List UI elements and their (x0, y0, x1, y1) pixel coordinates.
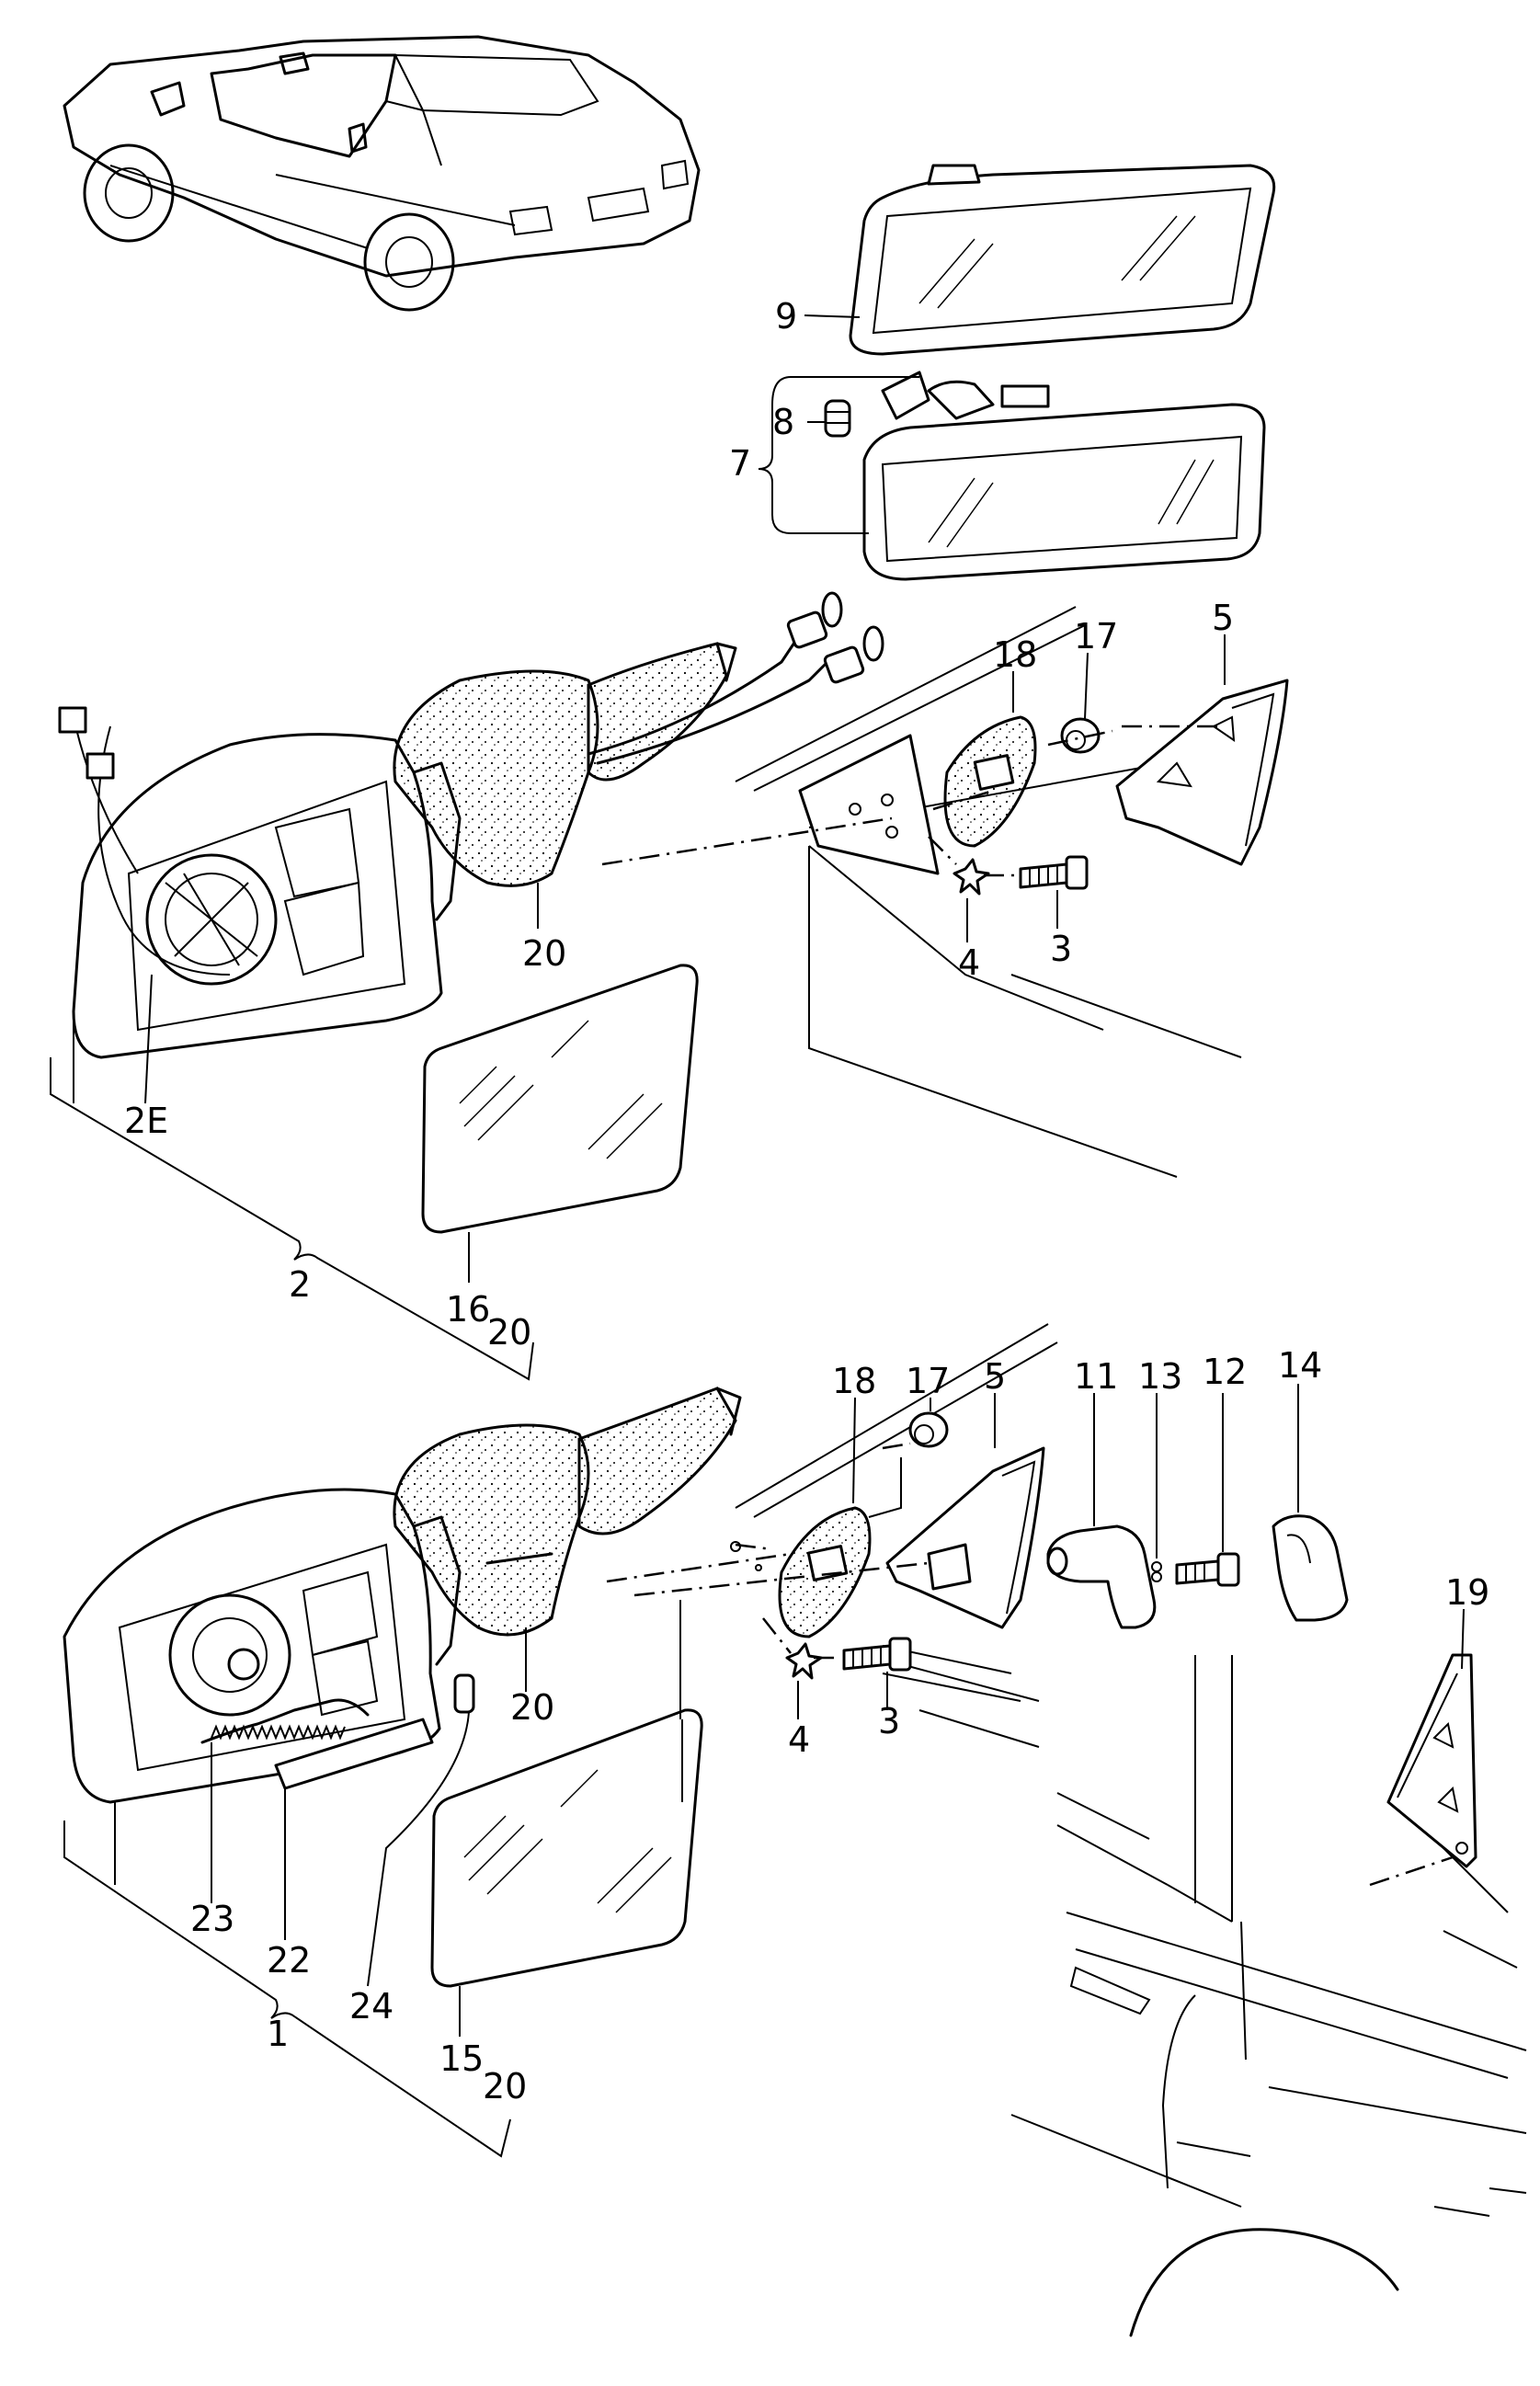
car-side-detail (1010, 1655, 1527, 2337)
knob-cap-14 (1272, 1514, 1349, 1622)
lower-mount-18 (778, 1506, 872, 1638)
callout-18-lower: 18 (832, 1361, 876, 1401)
callout-2E: 2E (124, 1101, 168, 1141)
upper-trim-cover-5 (1115, 679, 1289, 866)
bulb-8 (824, 399, 851, 438)
callout-2: 2 (289, 1264, 311, 1305)
callout-14: 14 (1278, 1345, 1322, 1386)
callout-20-upper-glass: 20 (487, 1312, 531, 1353)
callout-4-upper: 4 (958, 942, 980, 983)
callout-19: 19 (1445, 1572, 1489, 1613)
adjuster-knob-11 (1046, 1524, 1157, 1629)
interior-mirror-7 (862, 371, 1266, 581)
upper-mirror-glass-16 (421, 964, 699, 1234)
lower-adjuster-parts (200, 1673, 475, 1790)
callout-20-lower-glass: 20 (483, 2066, 527, 2106)
washer-13 (1151, 1561, 1162, 1582)
upper-mount-18 (943, 715, 1037, 848)
lower-door-frame (679, 1323, 1058, 1748)
callout-20-upper-cover: 20 (522, 933, 566, 974)
callout-8: 8 (772, 402, 794, 442)
callout-23: 23 (190, 1899, 234, 1939)
lower-mirror-housing (63, 1488, 462, 1804)
callout-11: 11 (1074, 1356, 1118, 1397)
callout-5-lower: 5 (984, 1356, 1006, 1397)
upper-wiring-harness (58, 591, 884, 976)
callout-15: 15 (439, 2038, 484, 2079)
car-overview-illustration (63, 35, 701, 312)
callout-3-upper: 3 (1050, 929, 1072, 969)
lower-mirror-glass-15 (430, 1708, 703, 1988)
callout-16: 16 (446, 1289, 490, 1330)
callout-1: 1 (267, 2014, 289, 2054)
callout-4-lower: 4 (788, 1719, 810, 1760)
callout-12: 12 (1203, 1352, 1247, 1392)
lower-washer-4 (785, 1642, 823, 1680)
upper-grommet-17 (1060, 717, 1101, 754)
lower-trim-cover-5 (885, 1446, 1045, 1629)
lower-screw-3 (842, 1637, 912, 1672)
lower-mirror-base-cover-20 (393, 1387, 742, 1637)
trim-cover-19 (1386, 1653, 1477, 1868)
upper-door-frame (735, 606, 1270, 1178)
callout-24: 24 (349, 1986, 394, 2026)
screw-12 (1175, 1552, 1240, 1587)
callout-9: 9 (775, 296, 797, 337)
callout-20-lower-cover: 20 (510, 1687, 554, 1728)
callout-18-upper: 18 (993, 634, 1037, 675)
lower-grommet-17 (908, 1411, 949, 1448)
callout-17-upper: 17 (1074, 616, 1118, 656)
callout-7: 7 (729, 443, 751, 484)
upper-screw-3 (1019, 855, 1089, 890)
upper-washer-4 (953, 858, 990, 896)
callout-labels: 9 8 7 18 17 5 4 3 20 2E 2 16 20 18 17 5 … (124, 296, 1489, 2106)
interior-mirror-9 (849, 164, 1276, 356)
callout-17-lower: 17 (906, 1361, 950, 1401)
upper-mirror-base-cover-20 (393, 642, 737, 887)
callout-22: 22 (267, 1940, 311, 1981)
callout-5-upper: 5 (1212, 598, 1234, 638)
callout-13: 13 (1138, 1356, 1182, 1397)
callout-3-lower: 3 (878, 1701, 900, 1741)
